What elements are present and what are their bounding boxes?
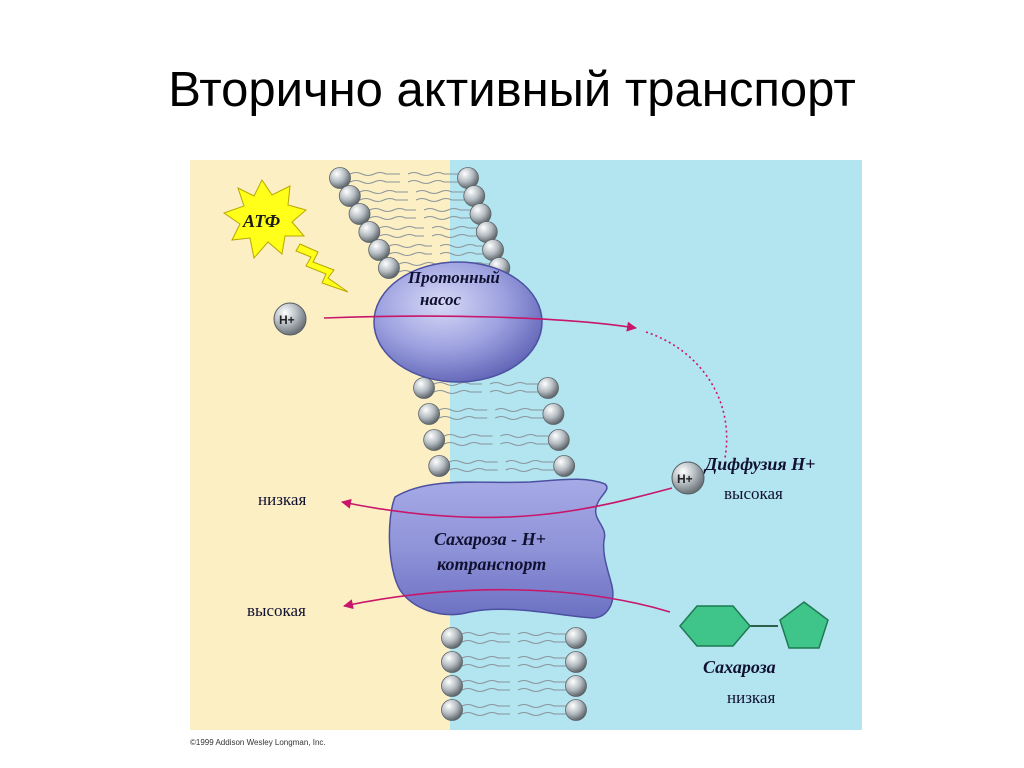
lipid-tail [461,632,566,636]
atp-label: АТФ [242,211,280,231]
lipid-tail [433,382,538,386]
lipid-tail [379,226,477,230]
lipid-tail [369,216,471,220]
slide-title: Вторично активный транспорт [168,63,856,117]
lipid-tail [461,664,566,668]
diffusion-dotted-path [645,331,728,459]
lipid-head [553,455,576,477]
high-right-label: высокая [724,484,783,503]
lipid-head [537,377,559,399]
lipid-head [441,651,463,673]
low-right-label: низкая [727,688,775,707]
atp-burst [222,179,308,260]
lipid-head [547,429,570,451]
copyright-text: ©1999 Addison Wesley Longman, Inc. [190,738,326,747]
lipid-head [418,403,440,425]
lipid-tail [359,190,465,194]
pump-label-line2: насос [420,290,462,309]
lipid-head [441,675,463,697]
lipid-head [441,699,463,721]
hplus-ion-icon [273,302,307,336]
cotransport-label-line1: Сахароза - Н+ [434,529,546,549]
lipid-tail [369,208,471,212]
hplus-ion-icon [671,461,705,495]
lipid-head [348,203,371,225]
hplus-right-label: H+ [677,472,693,486]
lipid-tail [461,688,566,692]
hplus-left-label: H+ [279,313,295,327]
lipid-tail [388,244,484,248]
lipid-head [565,699,587,721]
cotransport-label-line2: котранспорт [437,554,546,574]
sucrose-label: Сахароза [703,657,776,677]
lipid-tail [438,408,544,412]
lipid-tail [359,198,465,202]
lipid-heads [329,167,587,721]
lipid-head [565,627,587,649]
outside-region [190,160,450,730]
lipid-tail [461,656,566,660]
lipid-tail [388,252,484,256]
lipid-tail [433,390,538,394]
energy-bolt-icon [295,243,349,293]
sucrose-transport-arrow [343,588,671,613]
sucrose-molecule-icon [679,601,829,649]
lipid-tail [349,180,458,184]
high-left-label: высокая [247,601,306,620]
lipid-head [441,627,463,649]
lipid-head [338,185,361,207]
lipid-tail [461,640,566,644]
lipid-tail [443,442,549,446]
pump-label-line1: Протонный [407,268,500,287]
lipid-tail [461,680,566,684]
lipid-head [428,455,451,477]
lipid-head [358,221,381,243]
h-diffusion-arrow [341,487,673,519]
lipid-tail [349,172,458,176]
lipid-tails [349,172,566,716]
lipid-tail [448,460,555,464]
lipid-head [329,167,351,189]
lipid-head [565,675,587,697]
lipid-head [413,377,435,399]
lipid-tail [438,416,544,420]
lipid-head [378,257,400,279]
lipid-head [565,651,587,673]
diffusion-label: Диффузия Н+ [703,454,815,474]
lipid-head [423,429,446,451]
lipid-head [368,239,391,261]
low-left-label: низкая [258,490,306,509]
lipid-tail [461,712,566,716]
lipid-tail [443,434,549,438]
lipid-tail [379,234,477,238]
proton-pump-arrow [323,315,637,332]
lipid-head [542,403,565,425]
lipid-tail [461,704,566,708]
proton-pump [373,261,543,383]
sucrose-h-cotransporter [388,478,614,619]
lipid-tail [448,468,555,472]
